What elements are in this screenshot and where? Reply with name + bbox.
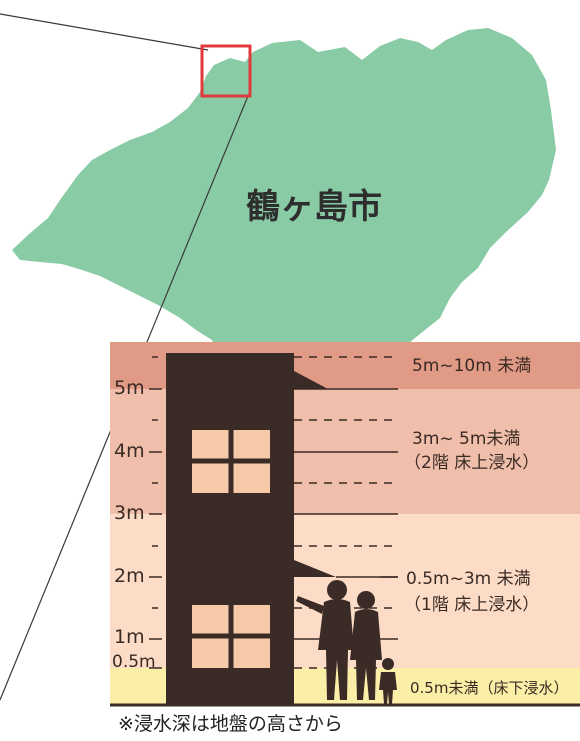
footnote: ※浸水深は地盤の高さから (118, 713, 343, 735)
band-label-3m-5m: 3m~ 5m未満 (412, 429, 521, 449)
city-name-label: 鶴ヶ島市 (246, 187, 382, 227)
band-label-under-05m: 0.5m未満（床下浸水） (410, 679, 569, 697)
city-map-shape (12, 28, 556, 362)
house-silhouette (166, 353, 336, 705)
axis-label-05m: 0.5m (112, 652, 156, 672)
axis-label-3m: 3m (114, 502, 145, 524)
band-detail-3m-5m: （2階 床上浸水） (404, 453, 540, 473)
axis-label-1m: 1m (114, 626, 145, 648)
axis-ticks (149, 388, 162, 669)
band-label-05m-3m: 0.5m~3m 未満 (406, 569, 531, 589)
axis-label-5m: 5m (114, 377, 145, 399)
callout-line-top (0, 13, 209, 51)
axis-label-4m: 4m (114, 440, 145, 462)
axis-label-2m: 2m (114, 565, 145, 587)
band-detail-05m-3m: （1階 床上浸水） (404, 595, 540, 615)
axis-minor-ticks (152, 356, 160, 609)
location-marker-box (200, 44, 252, 98)
band-label-5m-10m: 5m~10m 未満 (412, 356, 532, 376)
people-silhouette (296, 580, 397, 704)
